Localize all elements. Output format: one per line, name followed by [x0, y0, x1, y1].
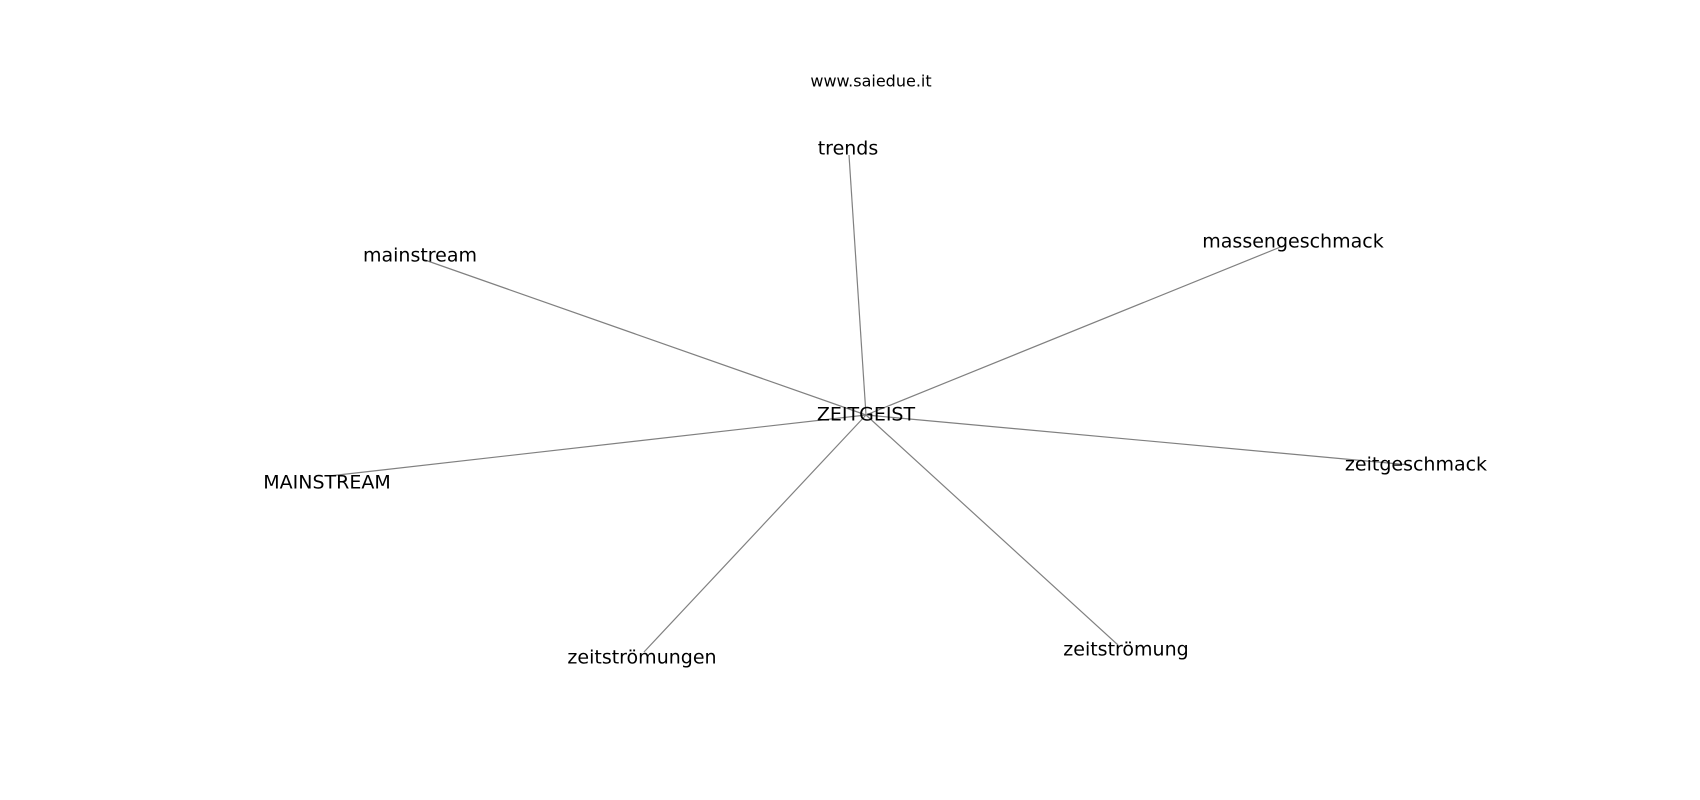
- labels-layer: ZEITGEIST trends massengeschmack mainstream…: [263, 138, 1487, 669]
- node-label-massengeschmack: massengeschmack: [1202, 231, 1383, 253]
- edges-layer: [328, 154, 1411, 653]
- node-label-zeitstroemung: zeitströmung: [1063, 639, 1188, 661]
- node-label-zeitgeschmack: zeitgeschmack: [1345, 454, 1487, 476]
- node-label-trends: trends: [818, 138, 879, 160]
- edge-zeitgeist-trends: [848, 154, 867, 416]
- node-label-zeitgeist: ZEITGEIST: [817, 404, 916, 426]
- edge-zeitgeist-zeitstroemung: [865, 414, 1119, 646]
- edge-zeitgeist-zeitgeschmack: [865, 414, 1411, 466]
- node-label-mainstream-lower: mainstream: [363, 245, 477, 267]
- edge-zeitgeist-massengeschmack: [865, 245, 1284, 416]
- watermark-text: www.saiedue.it: [810, 72, 931, 91]
- edge-zeitgeist-mainstream-upper: [328, 414, 867, 477]
- node-label-zeitstroemungen: zeitströmungen: [567, 647, 716, 669]
- node-label-mainstream-upper: MAINSTREAM: [263, 472, 390, 494]
- edge-zeitgeist-zeitstroemungen: [643, 414, 867, 653]
- edge-zeitgeist-mainstream-lower: [421, 258, 867, 416]
